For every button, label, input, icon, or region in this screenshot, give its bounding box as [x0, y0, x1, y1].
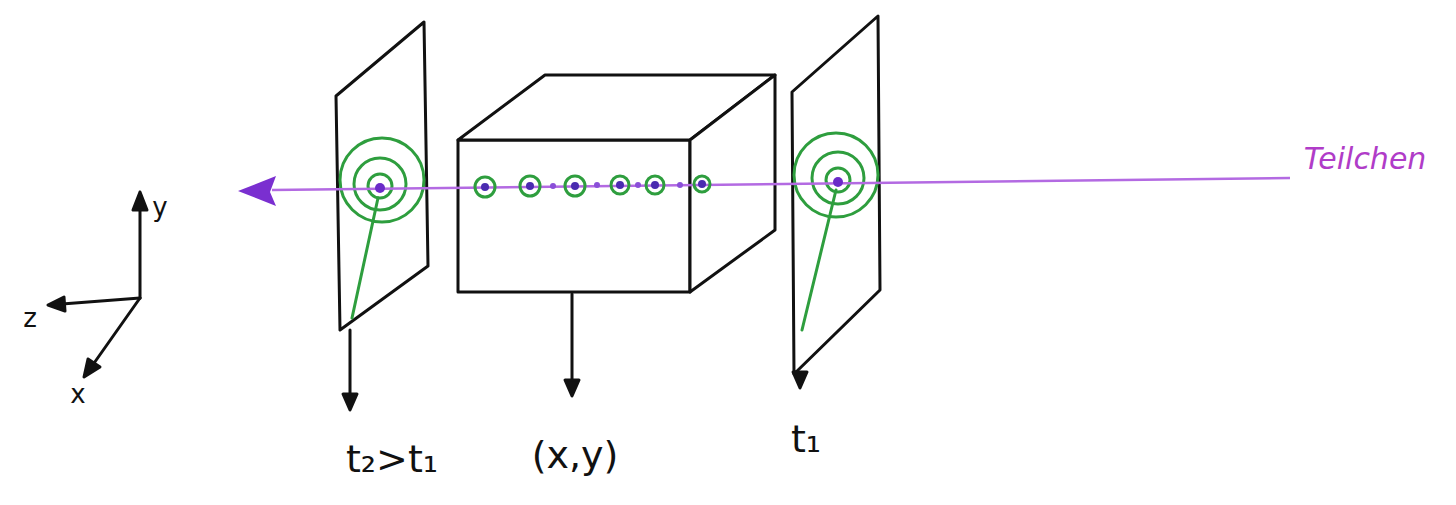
- leader-arrowhead: [343, 394, 357, 410]
- time-label: t₁: [791, 417, 821, 461]
- axis-label: y: [152, 192, 167, 222]
- position-label: (x,y): [532, 433, 619, 477]
- signal-ring: [354, 158, 406, 210]
- label-holder: t₂>t₁: [346, 439, 438, 481]
- plane-hit: [833, 177, 843, 187]
- track-dot: [677, 182, 683, 188]
- label-holder: x: [70, 380, 85, 409]
- x-axis: [92, 298, 140, 366]
- label-holder: (x,y): [532, 435, 619, 477]
- time-label: t₂>t₁: [346, 437, 438, 481]
- particle-track: [272, 178, 1290, 190]
- hit-dot: [571, 182, 579, 190]
- readout-line: [802, 190, 836, 330]
- label-holder: z: [23, 304, 37, 333]
- track-dot: [594, 182, 600, 188]
- signal-ring: [794, 133, 878, 217]
- hit-ring: [520, 176, 540, 196]
- readout-line: [352, 198, 378, 318]
- hit-ring: [611, 176, 629, 194]
- label-holder: Teilchen: [1304, 142, 1427, 175]
- label-holder: y: [152, 193, 167, 222]
- hit-dot: [651, 181, 659, 189]
- axis-label: z: [23, 303, 37, 333]
- axis-arrowhead: [133, 192, 147, 210]
- signal-ring: [826, 168, 850, 192]
- signal-ring: [812, 152, 864, 204]
- leader-arrowhead: [565, 380, 579, 396]
- leader-line: [571, 294, 574, 384]
- hit-dot: [698, 180, 706, 188]
- z-axis: [62, 298, 140, 304]
- detector-plane: [336, 22, 428, 330]
- leader-arrowhead: [793, 372, 807, 388]
- hit-ring: [565, 176, 585, 196]
- y-axis: [139, 205, 142, 298]
- leader-line: [349, 330, 352, 398]
- detector-plane: [792, 16, 880, 374]
- axis-label: x: [70, 379, 85, 409]
- signal-ring: [340, 138, 424, 222]
- hit-dot: [526, 182, 534, 190]
- hit-dot: [481, 183, 489, 191]
- hit-dot: [616, 181, 624, 189]
- signal-ring: [368, 174, 392, 198]
- axis-arrowhead: [84, 359, 100, 377]
- hit-ring: [694, 176, 710, 192]
- plane-hit: [375, 183, 385, 193]
- particle-label: Teilchen: [1304, 141, 1427, 176]
- hit-ring: [475, 177, 495, 197]
- label-holder: t₁: [791, 419, 821, 461]
- axis-arrowhead: [48, 297, 65, 311]
- track-arrowhead: [238, 176, 276, 206]
- detector-box: [458, 140, 690, 292]
- track-dot: [550, 183, 556, 189]
- hit-ring: [646, 176, 664, 194]
- track-dot: [635, 182, 641, 188]
